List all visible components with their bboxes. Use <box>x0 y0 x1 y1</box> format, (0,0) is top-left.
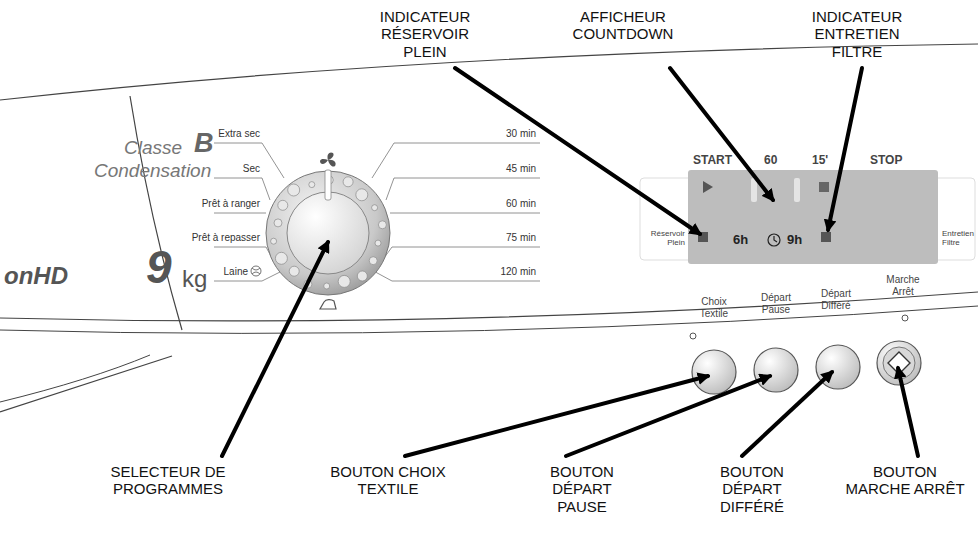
callout-label: BOUTON MARCHE ARRÊT <box>845 463 965 498</box>
program-label: Prêt à ranger <box>160 198 260 210</box>
leader-line <box>455 68 700 234</box>
button <box>692 350 736 394</box>
callout-label: INDICATEUR ENTRETIEN FILTRE <box>800 8 915 60</box>
program-label: 45 min <box>456 163 536 175</box>
program-label: Sec <box>160 163 260 175</box>
dial-bubble <box>356 189 368 201</box>
stop-indicator <box>819 182 829 192</box>
dial-bubble <box>378 221 386 229</box>
dial-bubble <box>338 275 350 287</box>
indicator-label: Réservoir Plein <box>641 229 685 247</box>
countdown-bar <box>751 178 757 202</box>
button-label: Départ Pause <box>751 292 801 315</box>
button-label: Départ Différé <box>811 288 861 311</box>
class-label: Classe <box>124 137 186 159</box>
callout-label: SELECTEUR DE PROGRAMMES <box>68 463 268 498</box>
program-dial <box>266 171 390 295</box>
dial-bubble <box>369 257 377 265</box>
dial-pointer <box>325 170 331 200</box>
dial-bubble <box>343 177 353 187</box>
door-edge <box>0 356 172 412</box>
countdown-bar <box>794 178 800 202</box>
dial-bubble <box>278 200 288 210</box>
callout-label: INDICATEUR RÉSERVOIR PLEIN <box>363 8 488 60</box>
callout-label: BOUTON DÉPART PAUSE <box>541 463 623 515</box>
program-label: 60 min <box>456 198 536 210</box>
display-label: START <box>693 154 739 168</box>
led <box>902 315 908 321</box>
dial-bubble <box>309 182 315 188</box>
dial-bubble <box>357 271 367 281</box>
capacity-unit: kg <box>182 265 222 293</box>
fan-icon <box>320 152 336 166</box>
dial-bubble <box>274 219 282 227</box>
program-label: 30 min <box>456 128 536 140</box>
program-label: 75 min <box>456 232 536 244</box>
door-edge <box>130 96 182 330</box>
delay-label: 9h <box>787 233 811 248</box>
leader-line <box>670 68 773 200</box>
wool-icon <box>251 266 261 276</box>
leader-line <box>898 368 918 456</box>
filter-indicator <box>821 232 831 242</box>
button <box>754 348 798 392</box>
program-label: Prêt à repasser <box>160 232 260 244</box>
iron-icon <box>320 300 336 309</box>
clock-icon <box>768 234 780 246</box>
program-label: Extra sec <box>160 128 260 140</box>
callout-label: AFFICHEUR COUNTDOWN <box>566 8 681 43</box>
leader-line <box>828 68 862 230</box>
display-label: 15' <box>812 154 836 168</box>
dial-bubble <box>375 240 381 246</box>
start-indicator <box>703 181 713 193</box>
dial-bubble <box>289 266 299 276</box>
type-label: Condensation <box>94 160 214 182</box>
display-label: 60 <box>764 154 786 168</box>
dial-bubble <box>324 283 330 289</box>
delay-label: 6h <box>733 233 757 248</box>
door-edge <box>0 355 150 402</box>
callout-label: BOUTON CHOIX TEXTILE <box>311 463 466 498</box>
display-label: STOP <box>870 154 910 168</box>
led <box>690 333 696 339</box>
callout-label: BOUTON DÉPART DIFFÉRÉ <box>706 463 798 515</box>
dial-bubble <box>288 184 300 196</box>
capacity-number: 9 <box>146 244 180 290</box>
button-label: Choix Textile <box>689 296 739 319</box>
leader-line <box>566 376 770 456</box>
dial-bubble <box>372 205 378 211</box>
display-window <box>688 170 938 264</box>
dial-bubble <box>271 238 277 244</box>
program-label: 120 min <box>456 266 536 278</box>
leader-line <box>742 372 832 456</box>
indicator-label: Entretien Filtre <box>942 229 978 247</box>
dial-knob <box>287 192 369 274</box>
model-name: onHD <box>4 262 74 290</box>
dial-bubble <box>275 252 287 264</box>
program-label: Laine <box>188 266 248 278</box>
button-label: Marche Arrêt <box>878 274 928 297</box>
